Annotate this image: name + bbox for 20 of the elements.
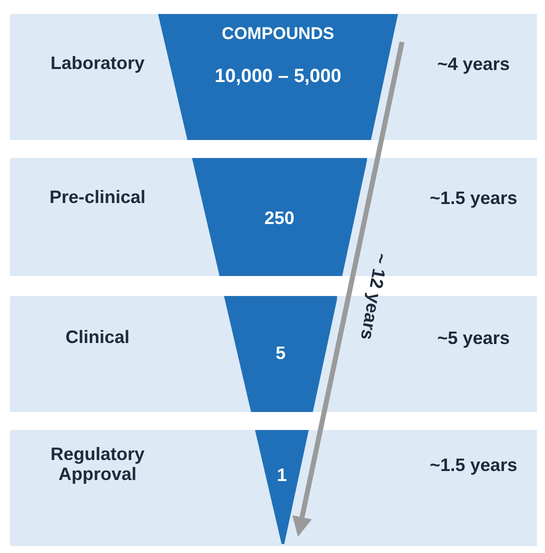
stage-name: Regulatory Approval: [49, 445, 146, 485]
compound-count: 5: [274, 343, 287, 364]
duration-label: ~4 years: [436, 54, 511, 75]
stage-name: Clinical: [64, 328, 131, 348]
duration-label: ~1.5 years: [428, 455, 518, 476]
funnel-segment: [255, 430, 309, 544]
stage-band: [10, 430, 537, 546]
duration-label: ~1.5 years: [428, 188, 518, 209]
compound-count: 10,000 – 5,000: [214, 66, 342, 88]
funnel-segment: [224, 296, 338, 412]
compound-count: 1: [276, 465, 288, 486]
compound-count: 250: [263, 208, 296, 229]
column-heading: COMPOUNDS: [220, 24, 336, 44]
stage-name: Laboratory: [49, 54, 146, 74]
stage-name: Pre-clinical: [48, 188, 147, 208]
duration-label: ~ 12 years: [356, 251, 392, 341]
funnel-segment: [192, 158, 368, 276]
duration-label: ~5 years: [436, 328, 511, 349]
funnel-segment: [158, 14, 398, 140]
stage-band: [10, 14, 537, 140]
